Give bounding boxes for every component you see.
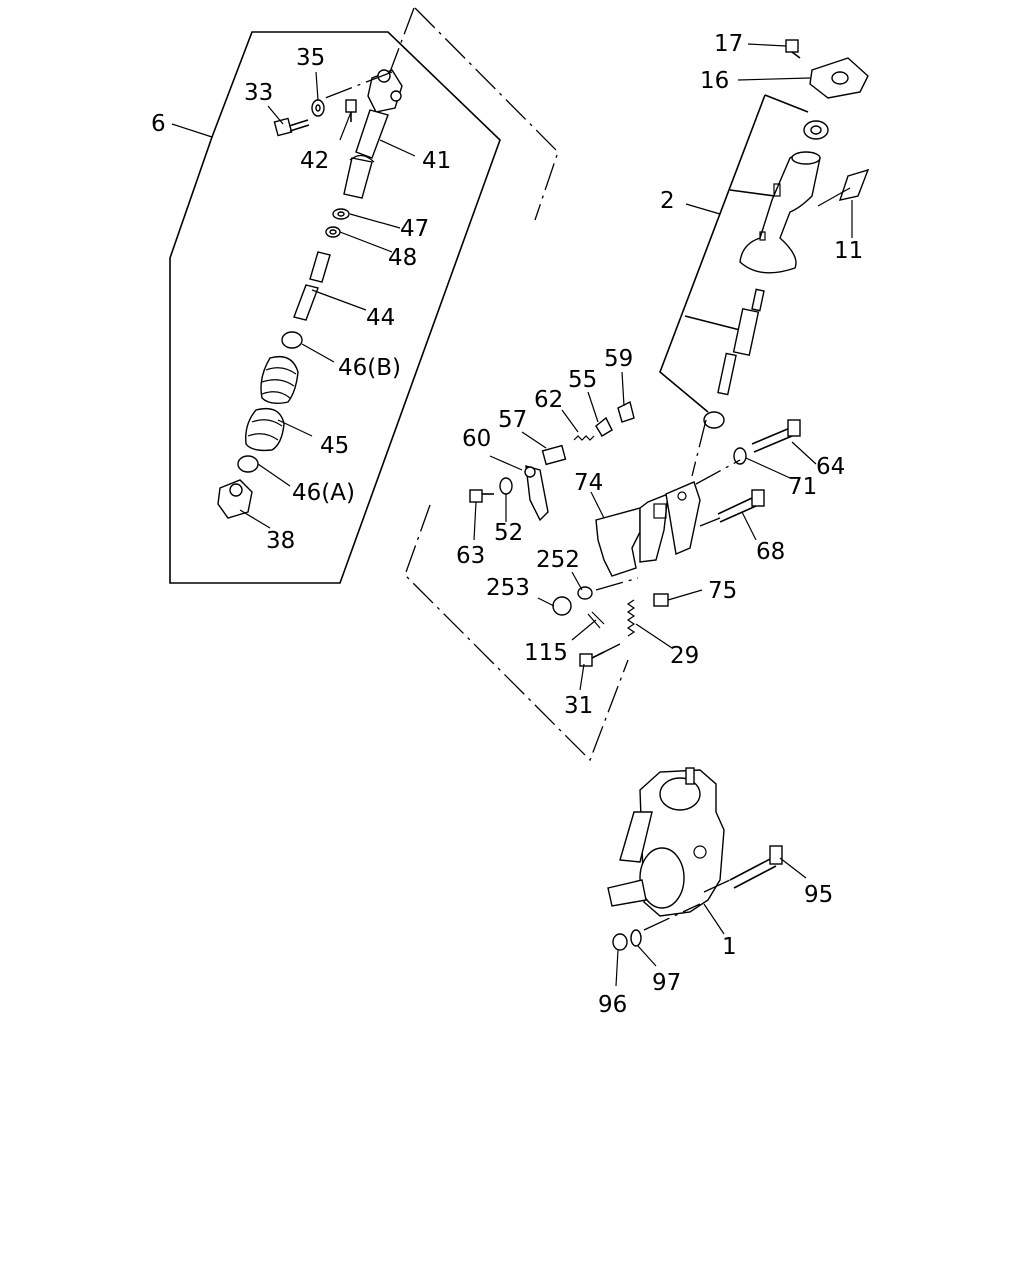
label-38: 38 <box>266 528 295 554</box>
clip-46a <box>237 455 259 473</box>
clip-46b <box>281 331 303 349</box>
label-41: 41 <box>422 148 451 174</box>
nut-252 <box>577 586 593 600</box>
spring-29 <box>626 599 636 637</box>
bolt-68 <box>717 489 765 523</box>
label-74: 74 <box>574 470 603 496</box>
label-29: 29 <box>670 643 699 669</box>
label-11: 11 <box>834 238 863 264</box>
label-48: 48 <box>388 245 417 271</box>
bracket-74 <box>595 481 701 577</box>
label-68: 68 <box>756 539 785 565</box>
leader-lines <box>171 43 853 987</box>
spline-44 <box>293 251 331 321</box>
label-95: 95 <box>804 882 833 908</box>
label-16: 16 <box>700 68 729 94</box>
label-45: 45 <box>320 433 349 459</box>
label-46a: 46(A) <box>292 480 355 506</box>
label-35: 35 <box>296 45 325 71</box>
label-253: 253 <box>486 575 530 601</box>
bearing <box>803 120 829 140</box>
label-47: 47 <box>400 216 429 242</box>
bolt-17 <box>785 39 801 59</box>
nut-96 <box>612 933 628 951</box>
label-59: 59 <box>604 346 633 372</box>
boot-45 <box>245 407 285 452</box>
bolt-95 <box>729 845 783 889</box>
label-1: 1 <box>722 934 737 960</box>
cap-57 <box>541 444 567 466</box>
label-57: 57 <box>498 407 527 433</box>
washer-52 <box>499 477 513 495</box>
grease-nipple-42 <box>345 99 357 122</box>
boot-upper <box>260 355 299 405</box>
bolt-63 <box>469 489 494 503</box>
bracket-16 <box>809 57 869 99</box>
label-46b: 46(B) <box>338 355 401 381</box>
label-31: 31 <box>564 693 593 719</box>
label-71: 71 <box>788 474 817 500</box>
label-17: 17 <box>714 31 743 57</box>
bolt-75 <box>653 593 669 607</box>
label-52: 52 <box>494 520 523 546</box>
group-6-boundary <box>169 31 501 584</box>
cover-11 <box>838 168 870 201</box>
bolt-64 <box>751 419 801 453</box>
label-42: 42 <box>300 148 329 174</box>
label-97: 97 <box>652 970 681 996</box>
cap-253 <box>552 596 572 616</box>
label-63: 63 <box>456 543 485 569</box>
washer-35 <box>311 99 325 117</box>
label-33: 33 <box>244 80 273 106</box>
label-252: 252 <box>536 547 580 573</box>
universal-joint-upper <box>367 69 403 113</box>
bracket-group-boundary <box>404 7 629 762</box>
label-75: 75 <box>708 578 737 604</box>
bolt-31 <box>579 651 605 667</box>
shaft-41 <box>343 109 389 199</box>
label-55: 55 <box>568 367 597 393</box>
washer-71 <box>733 447 747 465</box>
label-64: 64 <box>816 454 845 480</box>
steering-gear-1 <box>607 767 725 917</box>
label-62: 62 <box>534 387 563 413</box>
spring-62 <box>573 435 595 441</box>
bolt-33 <box>273 117 310 137</box>
label-44: 44 <box>366 305 395 331</box>
washer-97 <box>630 929 642 947</box>
label-60: 60 <box>462 426 491 452</box>
column-shaft <box>717 288 765 396</box>
clip-55 <box>595 416 613 437</box>
column-tube <box>739 151 821 274</box>
universal-joint-38 <box>217 479 253 519</box>
label-6: 6 <box>151 111 166 137</box>
label-115: 115 <box>524 640 568 666</box>
ring-48 <box>325 226 341 238</box>
label-96: 96 <box>598 992 627 1018</box>
lever-60 <box>524 465 549 522</box>
clip-59 <box>617 400 635 423</box>
part-number-labels: 6 33 35 42 41 47 48 44 46(B) 45 46(A) 38… <box>151 31 863 1018</box>
bushing <box>703 411 725 429</box>
label-2: 2 <box>660 188 675 214</box>
alignment-lines <box>319 7 741 931</box>
washer-47 <box>332 208 350 220</box>
